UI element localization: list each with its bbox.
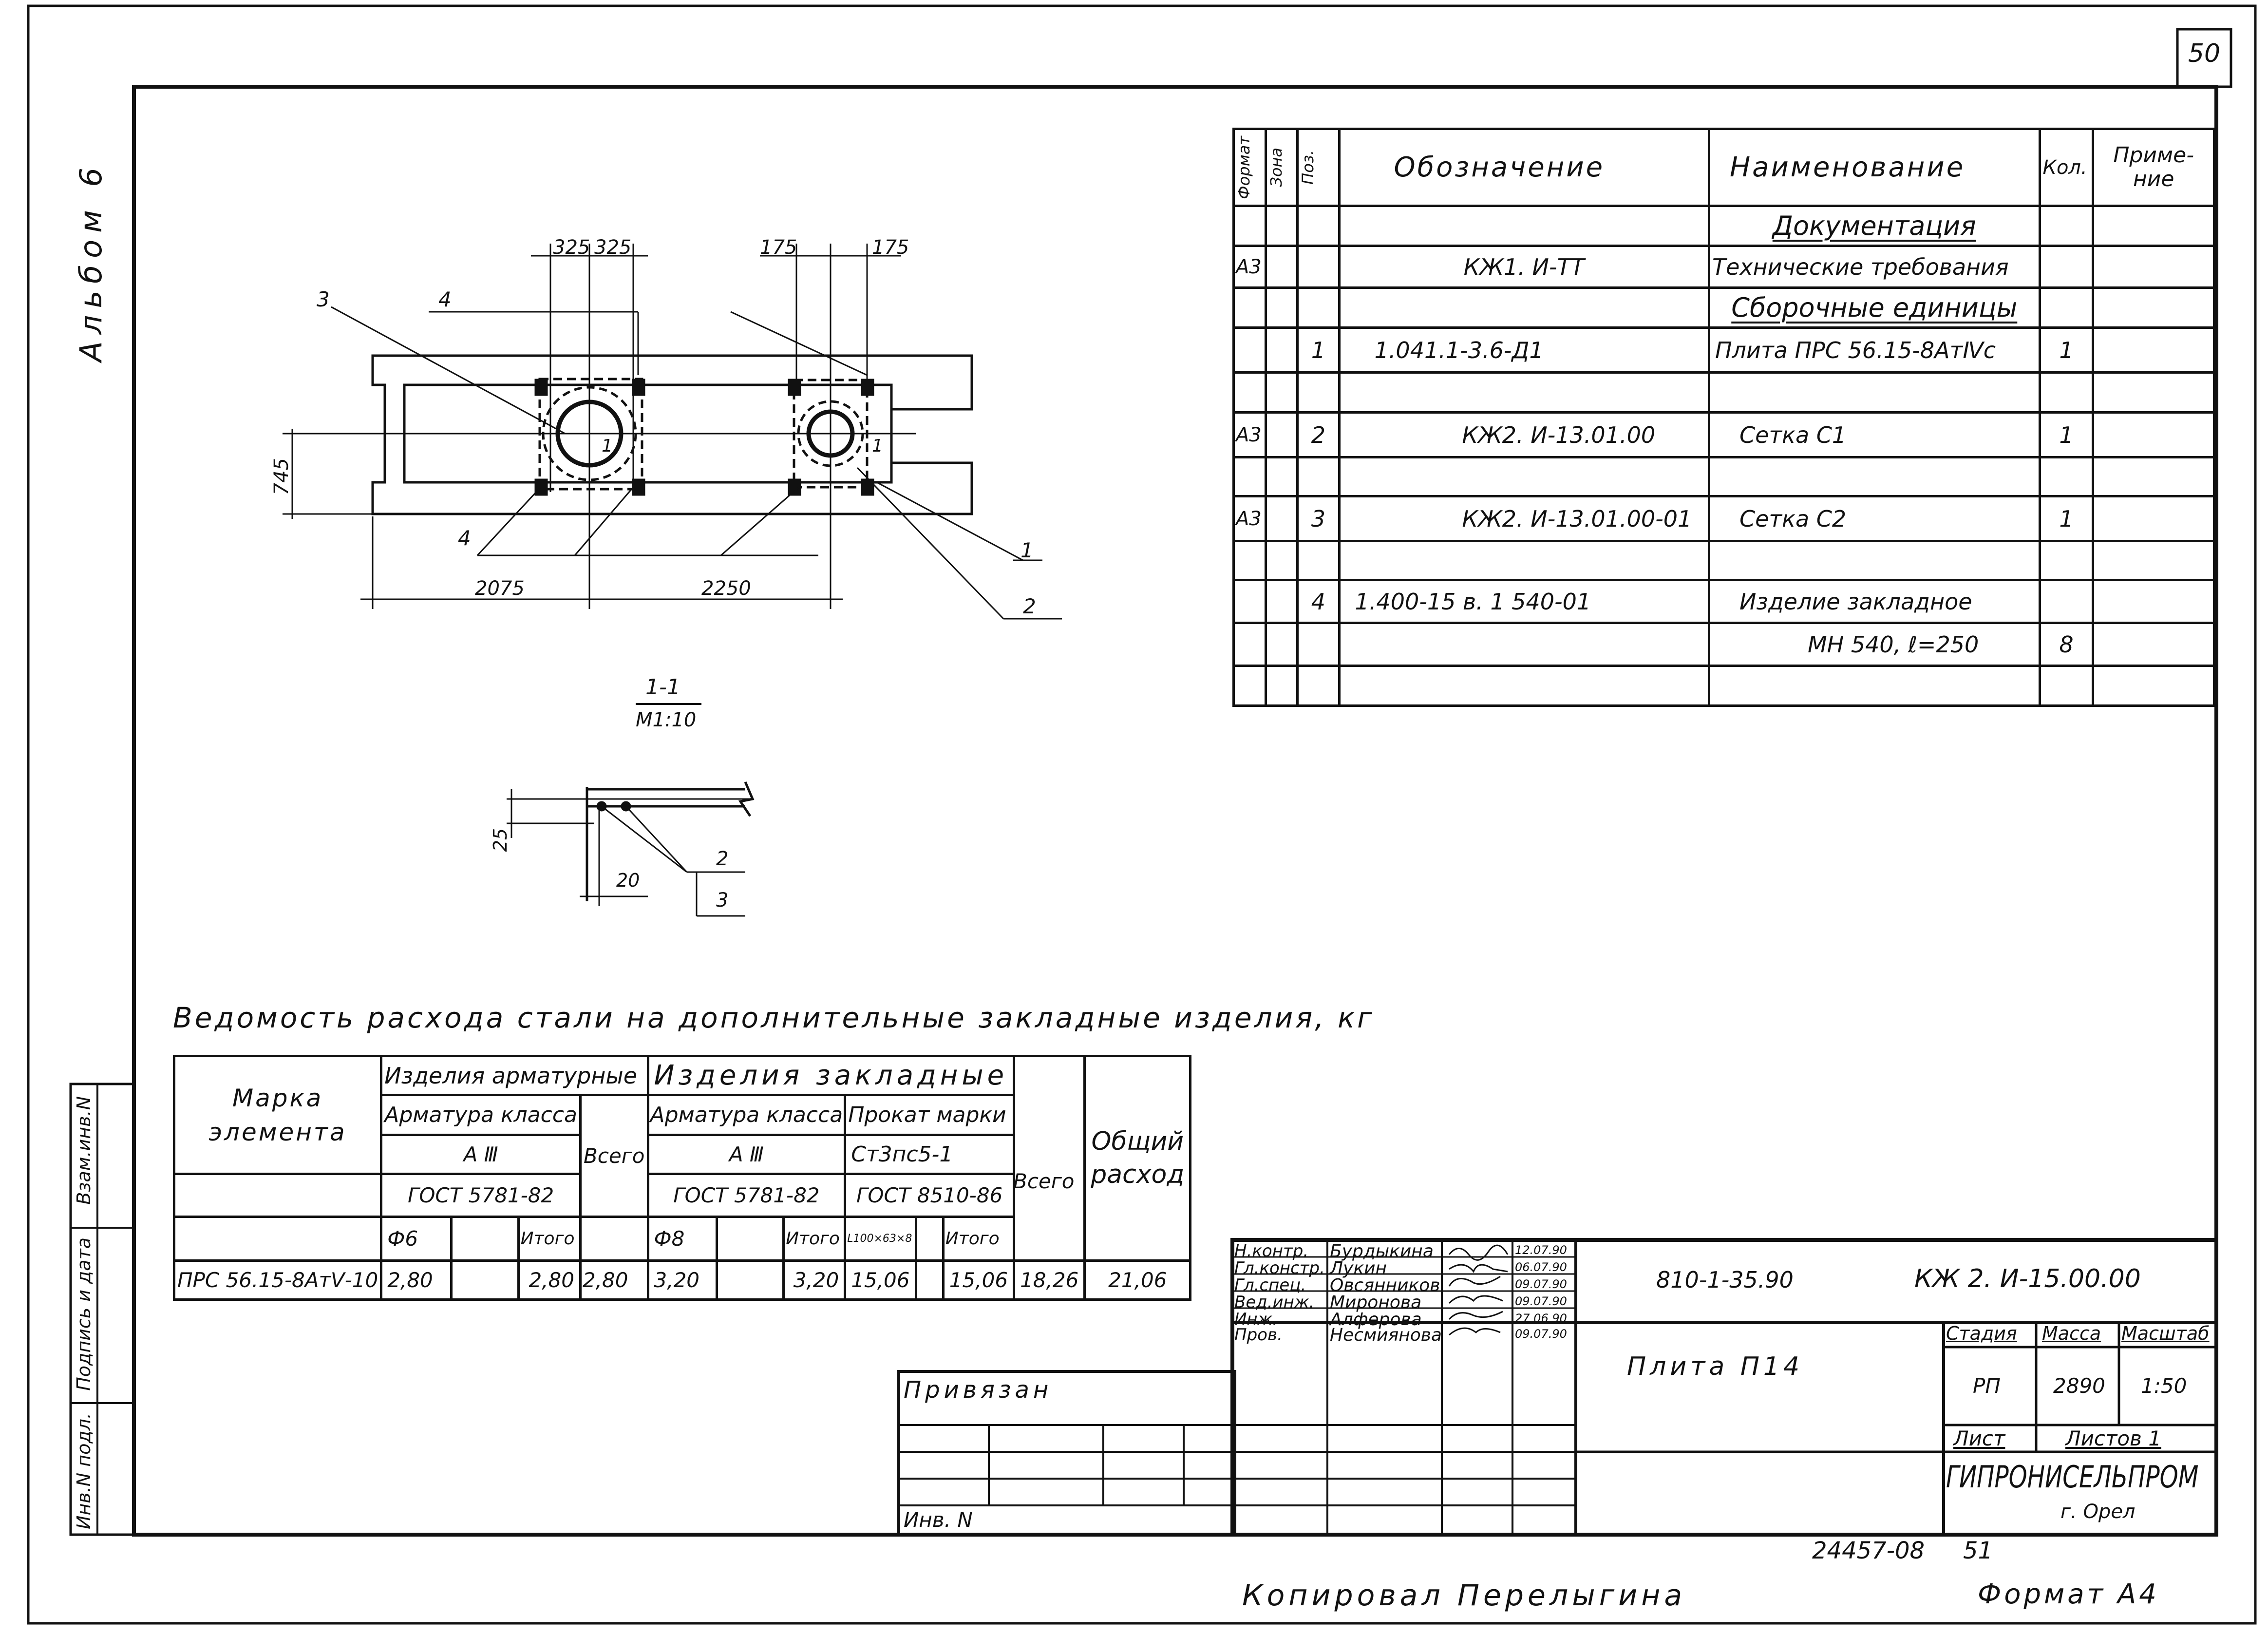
spec-header-zone: Зона xyxy=(1264,128,1299,207)
archive-number: 24457-08 xyxy=(1812,1537,1925,1564)
tb-scale-header: Масштаб xyxy=(2121,1323,2210,1344)
spec-header-designation: Обозначение xyxy=(1338,128,1710,207)
leader-3: 3 xyxy=(317,287,330,311)
section-dim-20: 20 xyxy=(616,870,640,891)
steel-table: Марка элемента Изделия арматурные Издели… xyxy=(172,1055,1192,1301)
tb-date-0: 12.07.90 xyxy=(1515,1243,1567,1257)
side-stamp-frame xyxy=(69,1083,135,1536)
format-label: Формат А4 xyxy=(1978,1578,2159,1610)
tb-date-1: 06.07.90 xyxy=(1515,1260,1567,1274)
steel-total-1: Всего xyxy=(579,1094,649,1218)
section-detail xyxy=(507,703,755,917)
leader-2: 2 xyxy=(1023,594,1036,618)
sheet-reference: 51 xyxy=(1963,1537,1993,1564)
spec-section-docs: Документация xyxy=(1772,210,1976,241)
steel-overall: Общий расход xyxy=(1083,1055,1192,1262)
tb-name-0: Бурдыкина xyxy=(1330,1241,1434,1261)
spec-header-name: Наименование xyxy=(1707,128,2041,207)
tb-role-5: Пров. xyxy=(1234,1325,1283,1345)
side-stamp-vzam-inv: Взам.инв.N xyxy=(73,1096,94,1205)
spec-row-format: А3 xyxy=(1232,245,1267,289)
tb-role-1: Гл.констр. xyxy=(1234,1258,1325,1278)
section-scale: М1:10 xyxy=(636,709,697,731)
tb-stage-header: Стадия xyxy=(1946,1323,2017,1344)
outer-border xyxy=(27,4,2257,1625)
tb-mass-header: Масса xyxy=(2042,1323,2101,1344)
side-stamp-sign-date: Подпись и дата xyxy=(73,1237,94,1391)
leader-4-bottom: 4 xyxy=(458,526,471,550)
tb-object: Плита П14 xyxy=(1627,1352,1804,1381)
dim-325-b: 325 xyxy=(594,236,632,259)
spec-row-designation: КЖ1. И-ТТ xyxy=(1338,245,1710,289)
section-mark-right: 1 xyxy=(872,436,883,456)
tb-name-1: Лукин xyxy=(1330,1258,1387,1278)
dim-2075: 2075 xyxy=(475,577,525,600)
tb-name-3: Миронова xyxy=(1330,1293,1422,1312)
spec-row-name: Технические требования xyxy=(1707,245,2041,289)
tb-date-5: 09.07.90 xyxy=(1515,1327,1567,1341)
spec-header-note: Приме- ние xyxy=(2092,128,2215,207)
tb-sheet-header: Лист xyxy=(1953,1426,2005,1450)
leader-1: 1 xyxy=(1021,538,1034,562)
spec-header-pos: Поз. xyxy=(1296,128,1341,207)
tb-date-3: 09.07.90 xyxy=(1515,1294,1567,1308)
steel-total-2: Всего xyxy=(1013,1169,1075,1193)
steel-data-row: ПРС 56.15-8АтⅤ-10 2,80 2,80 2,80 3,20 3,… xyxy=(172,1259,1192,1301)
steel-embedded-items: Изделия закладные xyxy=(646,1055,1016,1096)
steel-mark-header: Марка элемента xyxy=(172,1055,383,1175)
dim-745: 745 xyxy=(270,458,293,495)
tb-scale: 1:50 xyxy=(2141,1374,2187,1398)
tb-privyazan: Привязан xyxy=(904,1376,1053,1404)
slab-plan xyxy=(283,244,1062,620)
spec-header-qty: Кол. xyxy=(2038,128,2095,207)
tb-date-4: 27.06.90 xyxy=(1515,1312,1567,1325)
section-title: 1-1 xyxy=(645,675,680,700)
tb-stage: РП xyxy=(1973,1374,2001,1398)
tb-name-5: Несмиянова xyxy=(1330,1325,1442,1345)
tb-city: г. Орел xyxy=(2060,1501,2136,1523)
tb-inv: Инв. N xyxy=(904,1508,973,1532)
section-mark-left: 1 xyxy=(602,436,613,456)
spec-header-format: Формат xyxy=(1232,128,1267,207)
steel-rebar-items: Изделия арматурные xyxy=(380,1055,649,1096)
side-stamp-inv-podl: Инв.N подл. xyxy=(73,1413,94,1529)
copied-by: Копировал Перелыгина xyxy=(1242,1578,1686,1613)
section-leader-2: 2 xyxy=(716,848,729,870)
tb-date-2: 09.07.90 xyxy=(1515,1277,1567,1291)
tb-doc-code: КЖ 2. И-15.00.00 xyxy=(1914,1264,2141,1293)
dim-175-a: 175 xyxy=(760,236,797,259)
spec-section-assemblies: Сборочные единицы xyxy=(1731,292,2018,323)
tb-org: ГИПРОНИСЕЛЬПРОМ xyxy=(1946,1459,2199,1495)
spec-table: Формат Зона Поз. Обозначение Наименовани… xyxy=(1232,128,2215,707)
dim-325-a: 325 xyxy=(553,236,590,259)
section-leader-3: 3 xyxy=(716,889,729,912)
tb-name-4: Алферова xyxy=(1330,1310,1422,1330)
section-dim-25: 25 xyxy=(490,828,511,852)
tb-sheets-header: Листов 1 xyxy=(2065,1426,2161,1450)
tb-role-0: Н.контр. xyxy=(1234,1241,1309,1261)
tb-mass: 2890 xyxy=(2053,1374,2105,1398)
page-number: 50 xyxy=(2188,39,2221,68)
tb-project-code: 810-1-35.90 xyxy=(1656,1267,1794,1293)
tb-role-3: Вед.инж. xyxy=(1234,1293,1315,1312)
steel-table-title: Ведомость расхода стали на дополнительны… xyxy=(173,1001,1375,1034)
leader-4-top: 4 xyxy=(438,287,452,311)
tb-role-4: Инж. xyxy=(1234,1310,1278,1329)
dim-175-b: 175 xyxy=(872,236,909,259)
page-number-box xyxy=(2176,28,2232,88)
tb-role-2: Гл.спец. xyxy=(1234,1275,1306,1295)
album-label: Альбом 6 xyxy=(73,161,109,362)
dim-2250: 2250 xyxy=(701,577,751,600)
tb-name-2: Овсянников xyxy=(1330,1275,1440,1295)
